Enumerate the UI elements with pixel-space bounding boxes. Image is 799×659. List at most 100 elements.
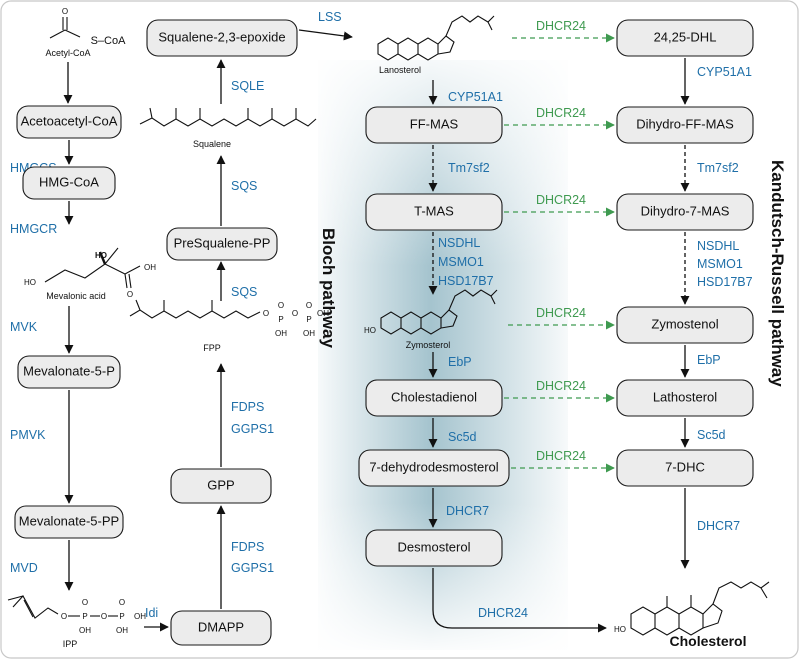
ipp-phosphate-2-hydroxyl: OH [116, 626, 128, 635]
node-desmosterol: Desmosterol [365, 529, 503, 567]
acetyl-coa-structure: O S–CoA Acetyl-CoA [45, 7, 126, 58]
ipp-bridge-oxygen: O [101, 612, 107, 621]
ipp-label: IPP [63, 639, 78, 649]
zymosterol-label: Zymosterol [406, 340, 451, 350]
fpp-phosphate-2: P [306, 315, 311, 324]
enzyme-dhcr24-final: DHCR24 [478, 606, 528, 620]
enzyme-msmo1-kr: MSMO1 [697, 257, 743, 271]
fpp-bridge-oxygen: O [292, 309, 298, 318]
node-presqualene-pp: PreSqualene-PP [166, 227, 278, 261]
enzyme-ebp-bloch: EbP [448, 355, 472, 369]
svg-text:Mevalonate-5-PP: Mevalonate-5-PP [19, 513, 119, 528]
enzyme-pmvk: PMVK [10, 428, 46, 442]
acetyl-coa-group: S–CoA [91, 35, 127, 47]
node-lathosterol: Lathosterol [616, 379, 754, 417]
node-mevalonate-5-pp: Mevalonate-5-PP [14, 505, 124, 539]
ipp-phosphate-1-oxo: O [82, 598, 88, 607]
ipp-phosphate-1: P [82, 612, 87, 621]
enzyme-ggps1-upper: GGPS1 [231, 422, 274, 436]
svg-text:24,25-DHL: 24,25-DHL [654, 29, 717, 44]
mevalonic-terminal-hydroxyl: HO [24, 278, 36, 287]
enzyme-cyp51a1-kr: CYP51A1 [697, 65, 752, 79]
enzyme-tm7sf2-kr: Tm7sf2 [697, 161, 739, 175]
enzyme-sqs-lower: SQS [231, 285, 257, 299]
squalene-structure: Squalene [139, 107, 317, 149]
svg-text:Dihydro-FF-MAS: Dihydro-FF-MAS [636, 116, 734, 131]
svg-text:Desmosterol: Desmosterol [398, 539, 471, 554]
node-t-mas: T-MAS [365, 193, 503, 231]
node-hmg-coa: HMG-CoA [22, 166, 116, 200]
node-acetoacetyl-coa: Acetoacetyl-CoA [16, 105, 122, 139]
node-dihydro-7-mas: Dihydro-7-MAS [616, 193, 754, 231]
cholesterol-hydroxyl: HO [614, 625, 626, 634]
node-gpp: GPP [170, 468, 272, 504]
enzyme-lss: LSS [318, 10, 342, 24]
svg-text:Cholestadienol: Cholestadienol [391, 389, 477, 404]
enzyme-tm7sf2-bloch: Tm7sf2 [448, 161, 490, 175]
node-dihydro-ff-mas: Dihydro-FF-MAS [616, 106, 754, 144]
enzyme-dhcr24-row4: DHCR24 [536, 306, 586, 320]
enzyme-sqs-upper: SQS [231, 179, 257, 193]
node-24-25-dhl: 24,25-DHL [616, 19, 754, 57]
node-zymostenol: Zymostenol [616, 306, 754, 344]
enzyme-idi: Idi [145, 606, 158, 620]
node-mevalonate-5-p: Mevalonate-5-P [17, 355, 121, 389]
mevalonic-acid-label: Mevalonic acid [46, 291, 106, 301]
ipp-structure: O P O OH O P O OH OH IPP [7, 595, 146, 649]
enzyme-mvd: MVD [10, 561, 38, 575]
squalene-label: Squalene [193, 139, 231, 149]
svg-text:Dihydro-7-MAS: Dihydro-7-MAS [641, 203, 730, 218]
kandutsch-russell-pathway-label: Kandutsch-Russell pathway [768, 160, 787, 387]
acetyl-carbonyl-oxygen: O [62, 7, 68, 16]
enzyme-msmo1-bloch: MSMO1 [438, 255, 484, 269]
svg-text:Acetoacetyl-CoA: Acetoacetyl-CoA [21, 113, 118, 128]
svg-text:Zymostenol: Zymostenol [651, 316, 718, 331]
fpp-ester-oxygen: O [263, 309, 269, 318]
svg-text:7-DHC: 7-DHC [665, 459, 705, 474]
arrow-desmosterol-to-cholesterol [432, 568, 607, 633]
node-ff-mas: FF-MAS [365, 106, 503, 144]
mevalonic-acid-structure: HO HO OH O Mevalonic acid [24, 247, 156, 301]
enzyme-dhcr24-row6: DHCR24 [536, 449, 586, 463]
cholesterol-structure: HO Cholesterol [614, 581, 770, 649]
fpp-phosphate-1-oxo: O [278, 301, 284, 310]
fpp-structure: O P O OH O P O OH OH FPP [129, 299, 329, 353]
enzyme-sqle: SQLE [231, 79, 264, 93]
enzyme-hsd17b7-bloch: HSD17B7 [438, 274, 494, 288]
node-7-dehydrodesmosterol: 7-dehydrodesmosterol [358, 449, 510, 487]
svg-text:Squalene-2,3-epoxide: Squalene-2,3-epoxide [158, 29, 285, 44]
arrow-epoxide-to-lanosterol [298, 29, 353, 41]
enzyme-hmgcr: HMGCR [10, 222, 57, 236]
mevalonic-carbonyl-oxygen: O [127, 290, 133, 299]
cholesterol-label: Cholesterol [669, 633, 746, 649]
enzyme-hsd17b7-kr: HSD17B7 [697, 275, 753, 289]
dhcr24-cross-links: DHCR24 DHCR24 DHCR24 DHCR24 DHCR24 DHCR2… [504, 19, 615, 473]
ipp-phosphate-2: P [119, 612, 124, 621]
enzyme-nsdhl-bloch: NSDHL [438, 236, 480, 250]
svg-text:Mevalonate-5-P: Mevalonate-5-P [23, 363, 115, 378]
svg-text:T-MAS: T-MAS [414, 203, 454, 218]
enzyme-dhcr24-row1: DHCR24 [536, 19, 586, 33]
enzyme-ggps1-lower: GGPS1 [231, 561, 274, 575]
lanosterol-structure: Lanosterol [377, 15, 495, 75]
enzyme-sc5d-bloch: Sc5d [448, 430, 477, 444]
svg-text:PreSqualene-PP: PreSqualene-PP [174, 235, 271, 250]
node-dmapp: DMAPP [170, 610, 272, 646]
bloch-pathway-band [318, 60, 568, 650]
zymosterol-structure: HO Zymosterol [364, 289, 498, 350]
bloch-pathway-label: Bloch pathway [319, 228, 338, 349]
enzyme-dhcr7-kr: DHCR7 [697, 519, 740, 533]
enzyme-ebp-kr: EbP [697, 353, 721, 367]
fpp-terminal-hydroxyl: OH [317, 309, 329, 318]
lanosterol-label: Lanosterol [379, 65, 421, 75]
ipp-terminal-hydroxyl: OH [134, 612, 146, 621]
mevalonic-acid-hydroxyl: OH [144, 263, 156, 272]
svg-text:Lathosterol: Lathosterol [653, 389, 717, 404]
enzyme-dhcr24-row2: DHCR24 [536, 106, 586, 120]
enzyme-nsdhl-kr: NSDHL [697, 239, 739, 253]
enzyme-dhcr7-bloch: DHCR7 [446, 504, 489, 518]
enzyme-fdps-lower: FDPS [231, 540, 264, 554]
fpp-label: FPP [203, 343, 221, 353]
svg-text:GPP: GPP [207, 477, 234, 492]
